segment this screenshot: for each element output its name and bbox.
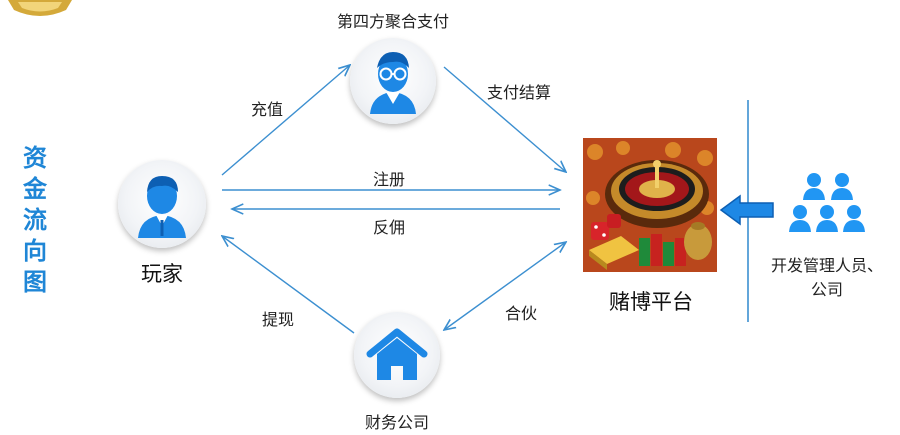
arrow-recharge bbox=[221, 65, 350, 176]
developers-label-line: 公司 bbox=[810, 280, 843, 299]
side-title-char: 图 bbox=[23, 268, 47, 296]
arrow-withdraw bbox=[222, 236, 355, 334]
edge-label-recharge: 充值 bbox=[251, 100, 284, 119]
person-icon bbox=[138, 176, 186, 238]
finance-node bbox=[354, 312, 440, 398]
payment-node bbox=[350, 38, 436, 124]
side-title-char: 流 bbox=[23, 206, 47, 234]
finance-label: 财务公司 bbox=[364, 413, 429, 432]
developers-label: 开发管理人员、 公司 bbox=[760, 252, 894, 300]
edge-label-register: 注册 bbox=[373, 170, 406, 189]
player-label: 玩家 bbox=[141, 262, 183, 286]
player-node bbox=[118, 160, 206, 248]
person-glasses-icon bbox=[370, 52, 416, 114]
people-group-icon bbox=[789, 173, 865, 232]
side-title: 资 金 流 向 图 bbox=[18, 143, 52, 298]
payment-label: 第四方聚合支付 bbox=[336, 12, 449, 31]
arrow-partner bbox=[444, 242, 566, 330]
house-icon bbox=[366, 328, 428, 380]
edge-label-rebate: 反佣 bbox=[373, 218, 406, 237]
roulette-casino-image bbox=[583, 138, 717, 272]
developers-label-line: 开发管理人员、 bbox=[770, 256, 883, 275]
edge-label-partner: 合伙 bbox=[505, 304, 538, 323]
side-title-char: 向 bbox=[23, 237, 47, 265]
platform-label: 赌博平台 bbox=[609, 290, 693, 314]
platform-image bbox=[583, 138, 717, 272]
side-title-char: 资 bbox=[23, 144, 47, 172]
arrow-left-icon bbox=[719, 194, 774, 226]
gold-logo-fragment bbox=[8, 0, 72, 16]
side-title-char: 金 bbox=[23, 175, 47, 203]
arrow-settlement bbox=[443, 66, 566, 172]
edge-label-withdraw: 提现 bbox=[262, 310, 295, 329]
edge-label-settlement: 支付结算 bbox=[487, 83, 552, 102]
